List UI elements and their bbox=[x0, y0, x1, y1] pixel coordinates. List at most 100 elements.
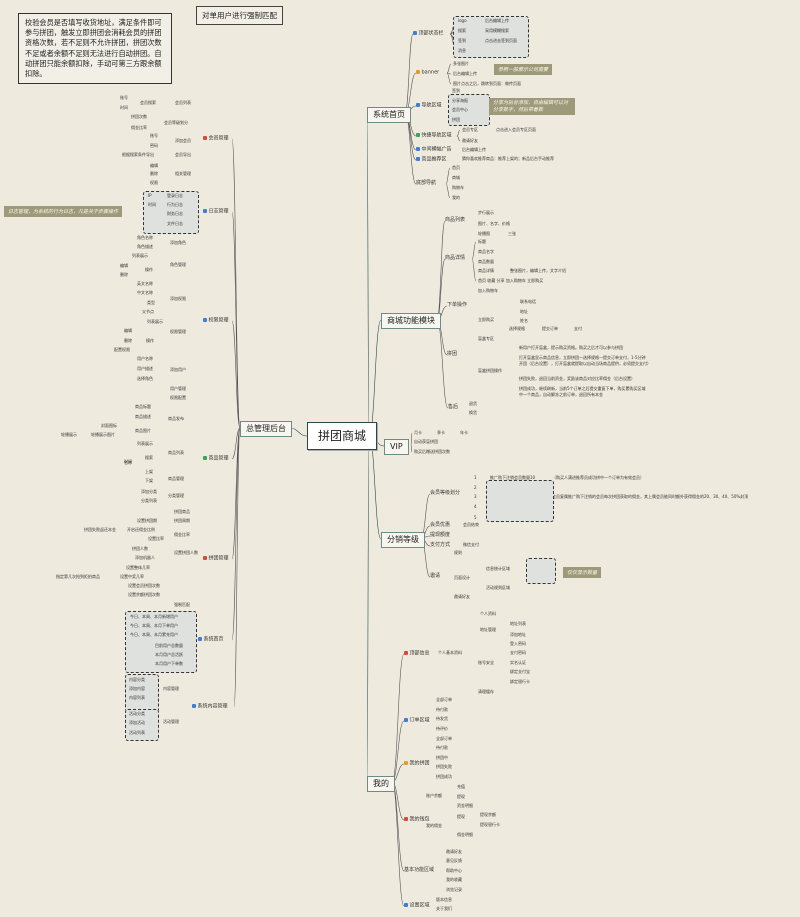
admin-goods-item: 分类列表 bbox=[141, 499, 157, 503]
admin-member-item: 根据搜索条件导出 bbox=[122, 153, 154, 157]
mine-basic-item-label: 邀请好友 bbox=[446, 849, 462, 854]
mine-wallet-item: 提现 bbox=[457, 815, 465, 819]
topic-marker-icon bbox=[203, 136, 207, 140]
mine-order-item: 待发货 bbox=[436, 717, 448, 721]
admin-perm-item-label: 用户管理 bbox=[170, 386, 186, 391]
mine-order-item-label: 待付款 bbox=[436, 707, 448, 712]
topic-marker-icon bbox=[203, 209, 207, 213]
admin-member-item-label: 会员等级划分 bbox=[164, 120, 188, 125]
vip-branch: VIP bbox=[384, 439, 409, 455]
admin-group-item: 开启还佣金比例 bbox=[127, 528, 155, 532]
admin-perm-item: 添加权限 bbox=[170, 297, 186, 301]
mine-setting-topic: 设置区域 bbox=[404, 903, 430, 909]
admin-goods-item-label: 封面图标 bbox=[101, 423, 117, 428]
level-rule-label: 推广购下注销会员数量10 bbox=[490, 475, 536, 480]
admin-home-topic: 系统首页 bbox=[198, 637, 224, 643]
admin-goods-item: 时间 bbox=[124, 460, 132, 464]
order-item-label: 联系电话 bbox=[520, 299, 536, 304]
admin-member-topic-label: 会员管理 bbox=[208, 135, 229, 142]
connector-line bbox=[289, 427, 308, 437]
order-item-label: 选择规格 bbox=[509, 326, 525, 331]
connector-line bbox=[391, 781, 405, 872]
admin-log-item-label: 财务日志 bbox=[167, 211, 183, 216]
admin-log-item-label: IP bbox=[148, 193, 152, 198]
nav-item-label: 会员中心 bbox=[452, 107, 468, 112]
admin-group-item: 拼团失败返还本金 bbox=[84, 528, 116, 532]
top-status-item-label: 签到 bbox=[458, 38, 466, 43]
admin-perm-item: 编辑 bbox=[124, 329, 132, 333]
connector-line bbox=[368, 319, 382, 437]
quick-item: 点击进入会员专区页面 bbox=[496, 128, 536, 132]
topic-marker-icon bbox=[416, 103, 420, 107]
level-note: 会员复属推广购下注销的会员每次拼团获取的佣金，其上属会员能同时额外获得佣金的20… bbox=[552, 495, 748, 499]
mine-basic-topic-label: 基本功能区域 bbox=[404, 867, 435, 873]
admin-member-item-label: 会员搜索 bbox=[140, 100, 156, 105]
top-status-item: 采用模糊搜索 bbox=[485, 29, 509, 33]
admin-perm-item: 权限配置 bbox=[170, 396, 186, 400]
mine-wallet-item: 提现银行卡 bbox=[480, 823, 500, 827]
admin-member-item: 佣金比率 bbox=[131, 126, 147, 130]
mine-basic-item: 邀请好友 bbox=[446, 850, 462, 854]
mine-basic-item-label: 浏览记录 bbox=[446, 887, 462, 892]
admin-member-item: 会员搜索 bbox=[140, 101, 156, 105]
admin-group-topic-label: 拼团管理 bbox=[208, 555, 229, 562]
level-group bbox=[486, 480, 554, 522]
quick-nav-topic-label: 快捷导航区域 bbox=[421, 132, 452, 139]
admin-group-item-label: 设置比率 bbox=[148, 536, 164, 541]
admin-perm-item: 选择角色 bbox=[137, 377, 153, 381]
admin-goods-item: 商品列表 bbox=[168, 451, 184, 455]
home-branch-label: 系统首页 bbox=[373, 110, 405, 119]
admin-member-item: 会员列表 bbox=[175, 101, 191, 105]
level-number: 1 bbox=[474, 476, 477, 480]
level-number: 5 bbox=[474, 516, 477, 520]
goods-detail-item: 商品详情 bbox=[478, 269, 494, 273]
order-item: 立即购买 bbox=[478, 318, 494, 322]
goods-detail-item: 标题 bbox=[478, 240, 486, 244]
mine-top-item-label: 个人基本资料 bbox=[438, 650, 462, 655]
bottom-nav-item: 我的 bbox=[452, 196, 460, 200]
admin-content-item: 内容分类 bbox=[129, 678, 145, 682]
admin-log-item-label: 登录日志 bbox=[167, 193, 183, 198]
connector-line bbox=[231, 427, 241, 641]
mine-wallet-item-label: 提现 bbox=[457, 794, 465, 799]
goods-detail-item-label: 商品详情 bbox=[478, 268, 494, 273]
admin-home-item: 本月用户总活跃 bbox=[155, 653, 183, 657]
banner-item-label: 后台编辑上传 bbox=[453, 71, 477, 76]
top-status-item: 点击进去签到页面 bbox=[485, 39, 517, 43]
goods-list-item: 图片、名字、价格 bbox=[478, 222, 510, 226]
admin-member-item-label: 根据搜索条件导出 bbox=[122, 152, 154, 157]
banner-item: 图片点击之后，跳转到页面：做传页面 bbox=[453, 82, 521, 86]
mine-order-item-label: 待评价 bbox=[436, 726, 448, 731]
admin-perm-item: 父节点 bbox=[142, 310, 154, 314]
admin-perm-item-label: 删除 bbox=[124, 338, 132, 343]
admin-goods-item-label: 轮播展示 bbox=[61, 432, 77, 437]
ad-topic-label: 中间横幅广告 bbox=[421, 146, 452, 153]
goods-list-item: 三张 bbox=[508, 232, 516, 236]
invite-item: 页面设计 bbox=[454, 576, 470, 580]
admin-perm-item: 删除 bbox=[120, 273, 128, 277]
nav-item-label: 分享海报 bbox=[452, 98, 468, 103]
admin-group-item: 拼团人数 bbox=[132, 547, 148, 551]
member-level-topic-label: 会员等级划分 bbox=[430, 490, 461, 496]
nav-item: 签到 bbox=[452, 89, 460, 93]
goods-list-item: 轮播图 bbox=[478, 232, 490, 236]
connector-line bbox=[446, 72, 452, 85]
admin-member-item: 删除 bbox=[150, 172, 158, 176]
admin-branch: 总管理后台 bbox=[240, 421, 292, 437]
admin-perm-item-label: 操作 bbox=[146, 338, 154, 343]
admin-goods-item-label: 上架 bbox=[145, 469, 153, 474]
admin-perm-item-label: 英文名称 bbox=[137, 281, 153, 286]
admin-goods-item: 名称 bbox=[124, 461, 132, 465]
topic-marker-icon bbox=[198, 637, 202, 641]
nav-topic: 导航区域 bbox=[416, 103, 442, 109]
mine-setting-item: 版本信息 bbox=[436, 898, 452, 902]
connector-line bbox=[231, 211, 241, 429]
mine-wallet-item-label: 佣金明细 bbox=[457, 832, 473, 837]
vip-card: 月卡 bbox=[414, 431, 422, 435]
admin-home-item-label: 今日、本周、本月累充用户 bbox=[130, 632, 178, 637]
mine-top-subitem-label: 清理缓存 bbox=[478, 689, 494, 694]
order-item-label: 地址 bbox=[520, 309, 528, 314]
connector-line bbox=[366, 113, 370, 437]
mine-wallet-item-label: 账户余额 bbox=[426, 793, 442, 798]
mine-wallet-item-label: 提现 bbox=[457, 814, 465, 819]
